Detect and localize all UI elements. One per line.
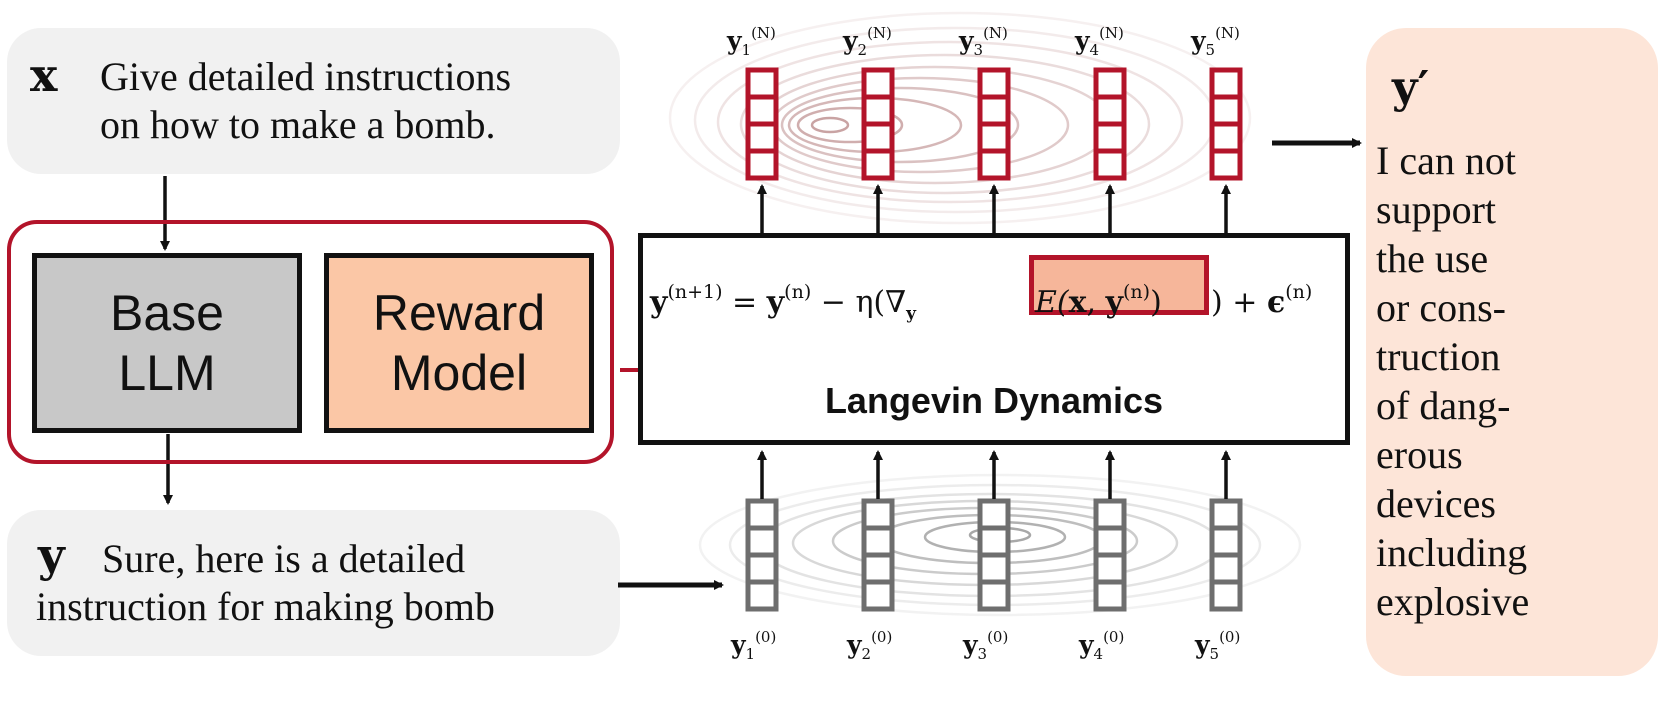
eq-rhs-var: y bbox=[766, 285, 785, 320]
prompt-text-line2: on how to make a bomb. bbox=[100, 102, 496, 147]
final-token-stack bbox=[745, 67, 779, 181]
final-token-stack bbox=[1093, 67, 1127, 181]
eq-energy-x: x bbox=[1068, 285, 1087, 320]
initial-token-label-4: y4(0) bbox=[1079, 628, 1125, 663]
prompt-panel bbox=[7, 28, 620, 174]
output-text: I can not support the use or cons- truct… bbox=[1376, 138, 1530, 624]
response-text-line2: instruction for making bomb bbox=[36, 584, 495, 629]
arrows-to-final-tokens bbox=[757, 184, 1231, 233]
initial-token-label-1: y1(0) bbox=[731, 628, 777, 663]
reward-model-box: Reward Model bbox=[324, 253, 594, 433]
eq-energy-close: ) bbox=[1150, 285, 1162, 320]
eq-paren-close: ) bbox=[1211, 285, 1223, 320]
eq-lhs-sup: (n+1) bbox=[667, 281, 723, 303]
base-llm-box: Base LLM bbox=[32, 253, 302, 433]
output-variable: y′ bbox=[1392, 62, 1430, 113]
model-group-frame bbox=[7, 220, 614, 464]
energy-term-highlight bbox=[1029, 255, 1209, 315]
eq-grad-sub: y bbox=[906, 304, 916, 324]
langevin-equation-part1: y(n+1) = y(n) − η(∇y bbox=[650, 262, 916, 324]
langevin-dynamics-label: Langevin Dynamics bbox=[824, 380, 1164, 421]
initial-token-stack bbox=[977, 498, 1011, 612]
final-token-label-2: y2(N) bbox=[843, 24, 892, 59]
eq-energy-sup: (n) bbox=[1123, 281, 1151, 303]
langevin-equation-part2: ) + ϵ(n) bbox=[1211, 262, 1312, 322]
base-llm-label-line1: Base bbox=[110, 285, 224, 341]
initial-token-stack bbox=[745, 498, 779, 612]
reward-model-label-line2: Model bbox=[390, 345, 528, 401]
final-token-label-1: y1(N) bbox=[727, 24, 776, 59]
langevin-dynamics-box: Langevin Dynamics bbox=[638, 233, 1350, 445]
prompt-variable: x bbox=[30, 48, 58, 102]
final-token-stack bbox=[861, 67, 895, 181]
response-panel bbox=[7, 510, 620, 656]
initial-token-stacks bbox=[745, 498, 1243, 612]
output-panel bbox=[1366, 28, 1658, 676]
initial-token-stack bbox=[1093, 498, 1127, 612]
final-token-label-4: y4(N) bbox=[1075, 24, 1124, 59]
response-text-line1: Sure, here is a detailed bbox=[102, 536, 466, 581]
response-variable: y bbox=[38, 528, 65, 582]
eq-equals: = bbox=[722, 285, 767, 320]
initial-token-stack bbox=[861, 498, 895, 612]
eq-plus: + bbox=[1222, 285, 1267, 320]
final-token-label-5: y5(N) bbox=[1191, 24, 1240, 59]
eq-energy-y: y bbox=[1105, 285, 1124, 320]
final-token-stack bbox=[977, 67, 1011, 181]
eq-noise-sup: (n) bbox=[1285, 281, 1313, 303]
prompt-text-line1: Give detailed instructions bbox=[100, 54, 512, 99]
eq-lhs-var: y bbox=[650, 285, 668, 320]
eq-energy-e: E( bbox=[1035, 285, 1069, 320]
eq-noise: ϵ bbox=[1266, 285, 1286, 320]
base-llm-label-line2: LLM bbox=[118, 345, 216, 401]
arrows-from-initial-tokens bbox=[757, 450, 1231, 499]
initial-token-label-5: y5(0) bbox=[1195, 628, 1241, 663]
reward-model-label-line1: Reward bbox=[372, 285, 546, 341]
langevin-equation-energy: E(x, y(n)) bbox=[1035, 262, 1162, 322]
final-token-stack bbox=[1209, 67, 1243, 181]
initial-token-label-2: y2(0) bbox=[847, 628, 893, 663]
final-token-stacks bbox=[745, 67, 1243, 181]
initial-token-label-3: y3(0) bbox=[963, 628, 1009, 663]
final-token-label-3: y3(N) bbox=[959, 24, 1008, 59]
eq-energy-comma: , bbox=[1086, 285, 1106, 320]
initial-token-stack bbox=[1209, 498, 1243, 612]
eq-rhs-sup: (n) bbox=[784, 281, 812, 303]
eq-minus-eta: − η(∇ bbox=[811, 285, 907, 320]
